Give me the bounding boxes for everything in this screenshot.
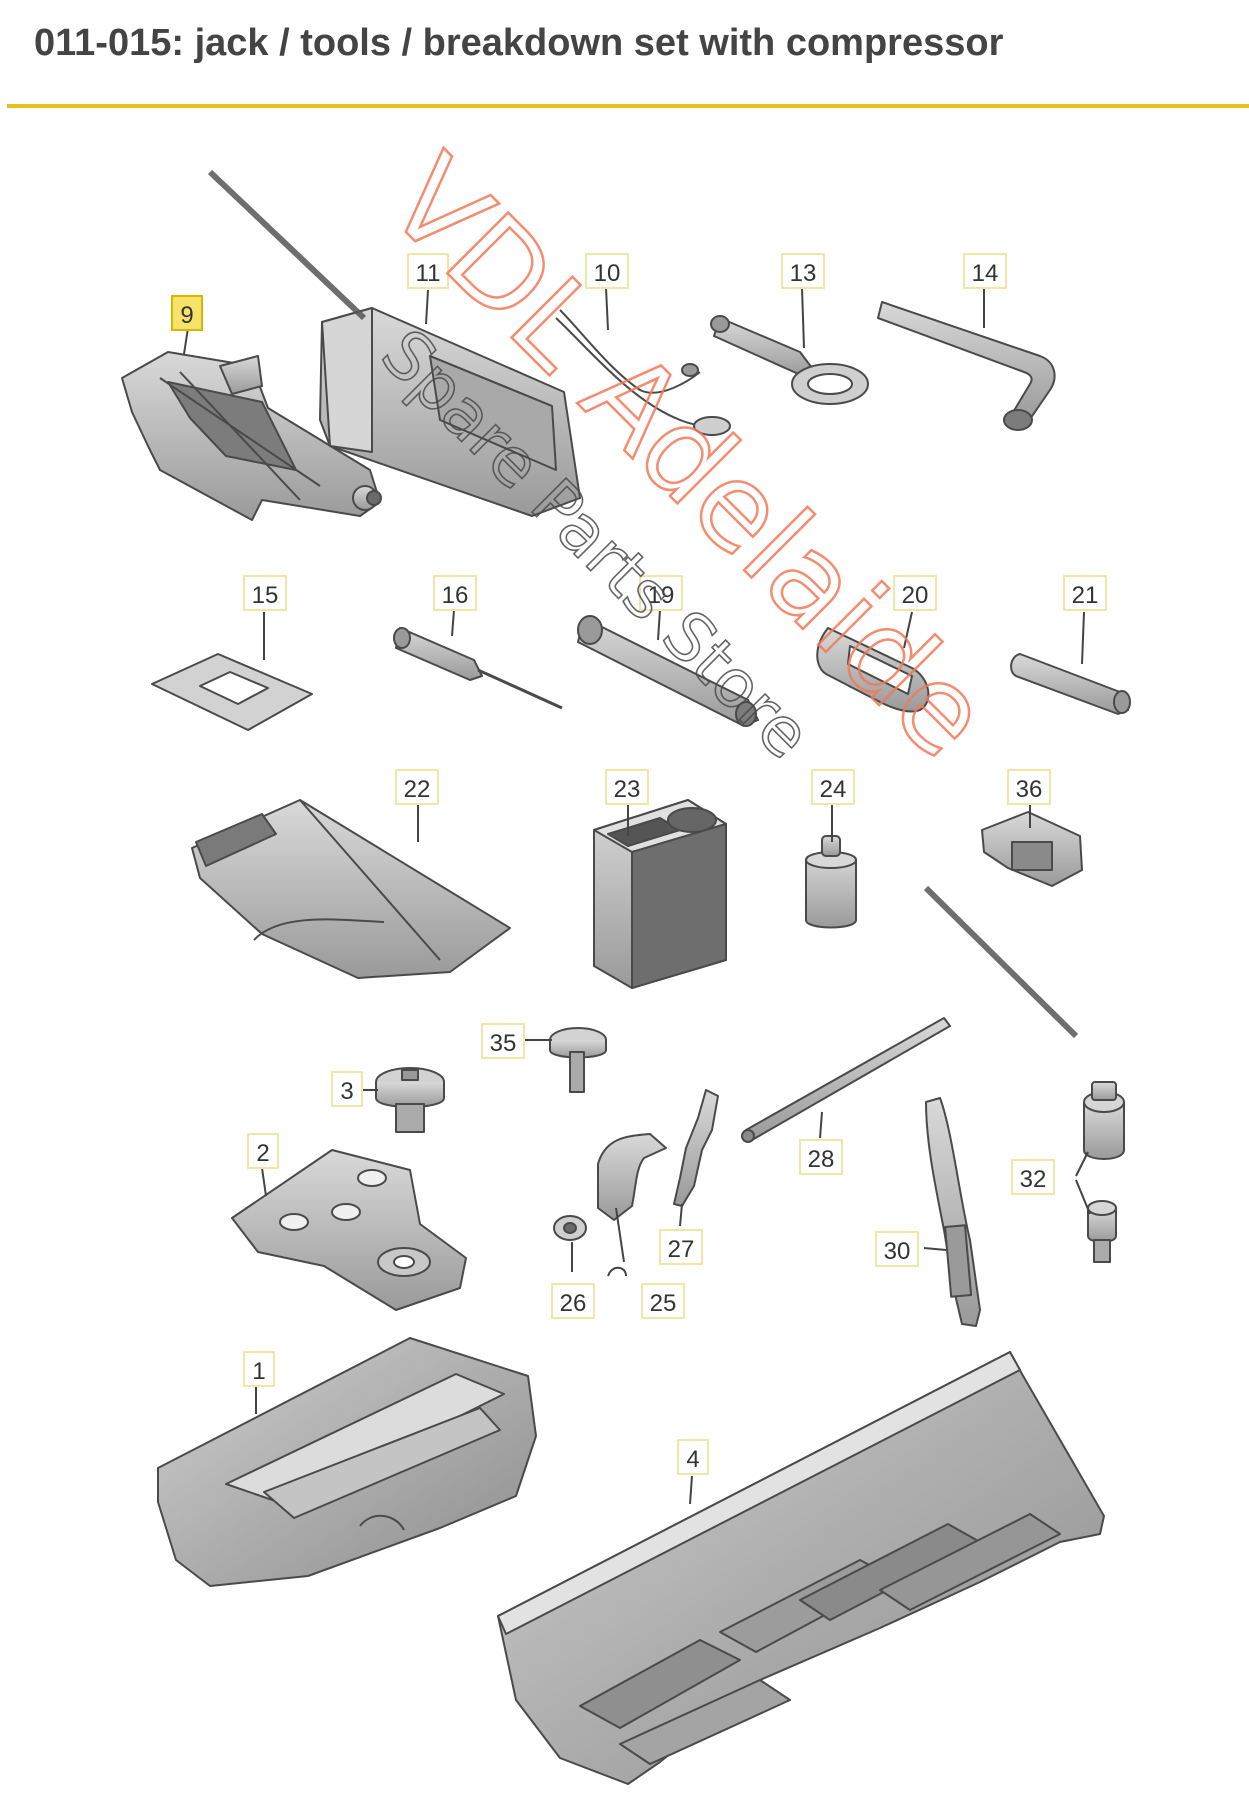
callout-label: 22 bbox=[404, 776, 431, 803]
callout-25[interactable]: 25 bbox=[641, 1283, 685, 1319]
callout-26[interactable]: 26 bbox=[551, 1283, 595, 1319]
callout-14[interactable]: 14 bbox=[963, 253, 1007, 289]
callout-label: 24 bbox=[820, 776, 847, 803]
part-21-pin[interactable] bbox=[1010, 653, 1131, 715]
part-22-folding-mat[interactable] bbox=[191, 799, 511, 979]
callout-32[interactable]: 32 bbox=[1011, 1159, 1055, 1195]
callout-11[interactable]: 11 bbox=[407, 253, 449, 289]
part-2-mounting-plate[interactable] bbox=[231, 1149, 467, 1311]
callout-2[interactable]: 2 bbox=[247, 1133, 279, 1169]
callout-label: 36 bbox=[1016, 776, 1043, 803]
callout-16[interactable]: 16 bbox=[433, 575, 477, 611]
part-35-bolt[interactable] bbox=[549, 1027, 607, 1093]
callout-10[interactable]: 10 bbox=[585, 253, 629, 289]
header-divider bbox=[7, 104, 1249, 108]
callout-label: 1 bbox=[252, 1358, 265, 1385]
part-26-nut[interactable] bbox=[553, 1215, 587, 1241]
page-title: 011-015: jack / tools / breakdown set wi… bbox=[34, 22, 1004, 64]
part-1-foam-tray[interactable] bbox=[157, 1337, 537, 1587]
part-19-socket-bar[interactable] bbox=[577, 615, 759, 727]
callout-label: 26 bbox=[560, 1290, 587, 1317]
callout-label: 20 bbox=[902, 582, 929, 609]
callout-23[interactable]: 23 bbox=[605, 769, 649, 805]
callout-label: 21 bbox=[1072, 582, 1099, 609]
part-30-tool[interactable] bbox=[925, 1097, 981, 1327]
callout-36[interactable]: 36 bbox=[1007, 769, 1051, 805]
leader-lines bbox=[183, 287, 1091, 1505]
part-15-plate[interactable] bbox=[151, 653, 313, 731]
callout-label: 35 bbox=[490, 1030, 517, 1057]
callout-label: 16 bbox=[442, 582, 469, 609]
part-11-tool-bag[interactable] bbox=[319, 307, 581, 517]
callout-15[interactable]: 15 bbox=[243, 575, 287, 611]
callout-30[interactable]: 30 bbox=[875, 1231, 919, 1267]
callout-19[interactable]: 19 bbox=[639, 575, 683, 611]
callout-20[interactable]: 20 bbox=[893, 575, 937, 611]
callout-28[interactable]: 28 bbox=[799, 1139, 843, 1175]
page-header: 011-015: jack / tools / breakdown set wi… bbox=[0, 0, 1249, 108]
callout-4[interactable]: 4 bbox=[677, 1439, 709, 1475]
callout-label: 19 bbox=[648, 582, 675, 609]
callout-9[interactable]: 9 bbox=[171, 295, 203, 331]
parts-diagram: 9 11 10 13 14 15 16 19 20 21 22 23 24 36… bbox=[0, 110, 1249, 1800]
callout-21[interactable]: 21 bbox=[1063, 575, 1107, 611]
part-14-wheel-brace[interactable] bbox=[877, 301, 1056, 431]
part-13-towing-eye[interactable] bbox=[710, 315, 869, 405]
part-20-clip[interactable] bbox=[816, 627, 930, 713]
part-23-compressor[interactable] bbox=[593, 799, 727, 989]
part-27-hook[interactable] bbox=[673, 1089, 719, 1207]
callout-label: 4 bbox=[686, 1446, 699, 1473]
part-24-sealant-bottle[interactable] bbox=[805, 835, 857, 929]
watermark-line-bottom bbox=[923, 885, 1079, 1039]
callout-label: 23 bbox=[614, 776, 641, 803]
part-3-centre-screw[interactable] bbox=[375, 1067, 445, 1133]
callout-label: 9 bbox=[180, 302, 193, 329]
callout-24[interactable]: 24 bbox=[811, 769, 855, 805]
callout-35[interactable]: 35 bbox=[481, 1023, 525, 1059]
part-4-storage-tray[interactable] bbox=[497, 1351, 1105, 1785]
callout-label: 14 bbox=[972, 260, 999, 287]
callout-3[interactable]: 3 bbox=[331, 1071, 363, 1107]
callout-label: 13 bbox=[790, 260, 817, 287]
part-9-scissor-jack[interactable] bbox=[121, 351, 382, 521]
part-16-screwdriver[interactable] bbox=[393, 627, 563, 710]
callout-label: 2 bbox=[256, 1140, 269, 1167]
callout-label: 15 bbox=[252, 582, 279, 609]
watermark-line-top bbox=[207, 169, 367, 321]
callout-label: 10 bbox=[594, 260, 621, 287]
callout-label: 32 bbox=[1020, 1166, 1047, 1193]
callout-1[interactable]: 1 bbox=[243, 1351, 275, 1387]
callout-label: 28 bbox=[808, 1146, 835, 1173]
callout-label: 27 bbox=[668, 1236, 695, 1263]
part-10-cable[interactable] bbox=[555, 309, 731, 436]
callout-13[interactable]: 13 bbox=[781, 253, 825, 289]
callout-label: 11 bbox=[416, 260, 441, 287]
part-36-adapter[interactable] bbox=[981, 811, 1083, 887]
part-25-bracket[interactable] bbox=[597, 1133, 667, 1221]
callout-label: 3 bbox=[340, 1078, 353, 1105]
callout-label: 25 bbox=[650, 1290, 677, 1317]
part-32-valve-parts[interactable] bbox=[1083, 1081, 1125, 1263]
callout-22[interactable]: 22 bbox=[395, 769, 439, 805]
callout-label: 30 bbox=[884, 1238, 911, 1265]
part-28-rod[interactable] bbox=[741, 1017, 951, 1143]
callout-27[interactable]: 27 bbox=[659, 1229, 703, 1265]
